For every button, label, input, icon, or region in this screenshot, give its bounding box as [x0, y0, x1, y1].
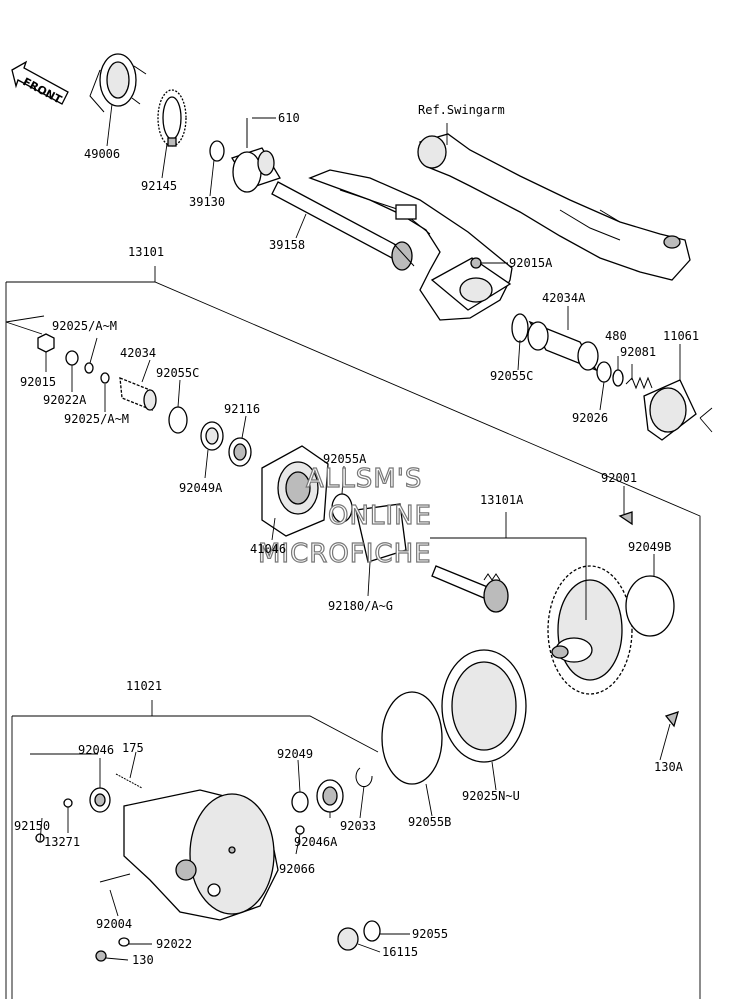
front-arrow-icon: FRONT	[11, 60, 69, 107]
shim-92025-icon-1	[84, 362, 94, 374]
part-label-92004: 92004	[96, 917, 132, 931]
leader-lines	[39, 103, 681, 961]
watermark: ALLSM'S ONLINE MICROFICHE	[257, 463, 432, 569]
part-label-92046A: 92046A	[294, 835, 338, 849]
spring-92081-icon	[625, 376, 653, 390]
part-label-92022A: 92022A	[43, 393, 87, 407]
plug-16115-icon	[337, 927, 359, 951]
oring-92055B-icon	[381, 691, 443, 785]
pin-92066-icon	[295, 825, 305, 835]
part-label-92015A: 92015A	[509, 256, 553, 270]
oring-92055C-icon	[511, 313, 529, 343]
part-label-92049B: 92049B	[628, 540, 671, 554]
part-label-39130: 39130	[189, 195, 225, 209]
washer-92022-icon	[118, 937, 130, 947]
part-label-92055A: 92055A	[323, 452, 367, 466]
part-label-92066: 92066	[279, 862, 315, 876]
bolt-130-icon	[95, 950, 107, 962]
part-label-92049A: 92049A	[179, 481, 223, 495]
oring-92055C-icon-2	[168, 406, 188, 434]
part-label-92055: 92055	[412, 927, 448, 941]
part-label-42034A: 42034A	[542, 291, 586, 305]
housing-41046-icon	[261, 445, 329, 537]
part-label-39158: 39158	[269, 238, 305, 252]
boot-49006-icon	[89, 53, 147, 113]
bearing-92046-icon	[89, 787, 111, 813]
seal-92049A-icon	[200, 421, 224, 451]
part-label-92055C-1: 92055C	[156, 366, 199, 380]
part-label-480: 480	[605, 329, 627, 343]
pinion-13101A-icon	[431, 565, 509, 613]
stud-92004-icon	[99, 873, 131, 883]
part-label-92055C-2: 92055C	[490, 369, 533, 383]
part-label-13101: 13101	[128, 245, 164, 259]
part-label-92022: 92022	[156, 937, 192, 951]
part-label-92081: 92081	[620, 345, 656, 359]
part-label-41046: 41046	[250, 542, 286, 556]
bolt-92001-icon	[618, 511, 633, 526]
swingarm-icon	[308, 133, 691, 321]
part-label-42034: 42034	[120, 346, 156, 360]
shim-92025N-icon	[441, 649, 527, 763]
shim-92025-icon-2	[100, 372, 110, 384]
part-label-92180AG: 92180/A~G	[328, 599, 393, 613]
shim-92180-icon	[355, 503, 407, 563]
part-label-92145: 92145	[141, 179, 177, 193]
bearing-92046A-icon	[316, 779, 344, 813]
part-label-92025NU: 92025N~U	[462, 789, 520, 803]
bolt-130A-icon	[664, 710, 679, 728]
bolt-92015A-icon	[470, 257, 482, 269]
part-label-13271: 13271	[44, 835, 80, 849]
watermark-line-1: ALLSM'S	[306, 464, 422, 494]
part-label-92001: 92001	[601, 471, 637, 485]
drive-shaft-39158-icon	[231, 147, 415, 271]
ref-swingarm-label: Ref.Swingarm	[418, 103, 505, 117]
part-label-11021: 11021	[126, 679, 162, 693]
nut-92015-icon	[37, 333, 55, 353]
oring-92055-icon	[363, 920, 381, 942]
part-label-130A: 130A	[654, 760, 684, 774]
part-label-92033: 92033	[340, 819, 376, 833]
part-label-610: 610	[278, 111, 300, 125]
part-label-49006: 49006	[84, 147, 120, 161]
circlip-92033-icon	[355, 767, 373, 788]
part-label-92116: 92116	[224, 402, 260, 416]
watermark-line-2: ONLINE	[328, 501, 432, 531]
washer-92026-icon	[596, 361, 612, 383]
watermark-line-3: MICROFICHE	[258, 539, 432, 569]
coupling-42034-icon	[119, 376, 157, 412]
part-label-175: 175	[122, 741, 144, 755]
part-label-92015: 92015	[20, 375, 56, 389]
part-label-13101A: 13101A	[480, 493, 524, 507]
seal-92049B-icon	[625, 575, 675, 637]
washer-13271-icon	[63, 798, 73, 808]
bearing-92116-icon	[228, 437, 252, 467]
ring-gear-icon	[547, 565, 633, 695]
final-drive-housing-icon	[123, 789, 279, 921]
part-label-92046: 92046	[78, 743, 114, 757]
part-label-92025AM-2: 92025/A~M	[64, 412, 129, 426]
part-label-11061: 11061	[663, 329, 699, 343]
sleeve-42034A-icon	[527, 320, 599, 372]
clamp-92145-icon	[157, 89, 187, 147]
part-label-130: 130	[132, 953, 154, 967]
stud-175-icon	[115, 773, 143, 789]
group-frames	[5, 266, 713, 999]
part-label-16115: 16115	[382, 945, 418, 959]
seal-92049-icon	[291, 791, 309, 813]
part-label-92150: 92150	[14, 819, 50, 833]
circlip-480-icon	[612, 369, 624, 387]
part-label-92049: 92049	[277, 747, 313, 761]
part-label-92025AM-1: 92025/A~M	[52, 319, 117, 333]
part-label-92026: 92026	[572, 411, 608, 425]
cover-11061-icon	[643, 379, 697, 441]
part-label-92055B: 92055B	[408, 815, 451, 829]
ring-39130-icon	[209, 140, 225, 162]
washer-92022A-icon	[65, 350, 79, 366]
